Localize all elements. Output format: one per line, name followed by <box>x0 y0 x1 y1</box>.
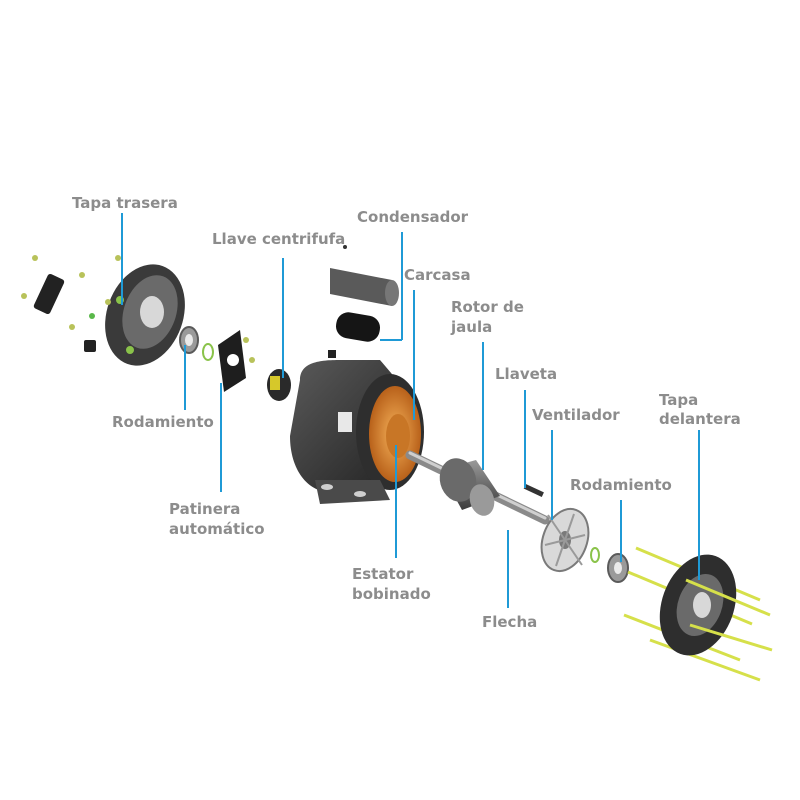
rear-small-parts <box>21 255 121 352</box>
stator-housing <box>290 360 424 504</box>
label-rotor-line2: jaula <box>451 318 493 336</box>
label-tapa-trasera: Tapa trasera <box>72 194 178 212</box>
label-patinera-line1: Patinera <box>169 500 241 518</box>
capacitor <box>328 245 399 358</box>
leader-lines <box>121 213 700 608</box>
label-rodamiento-right: Rodamiento <box>570 476 672 494</box>
label-ventilador: Ventilador <box>532 406 620 424</box>
front-bearing <box>590 547 629 583</box>
label-estator-line1: Estator <box>352 565 414 583</box>
label-estator-line2: bobinado <box>352 585 431 603</box>
label-condensador: Condensador <box>357 208 469 226</box>
label-patinera-line2: automático <box>169 520 265 538</box>
shaft-key <box>523 483 544 497</box>
label-carcasa: Carcasa <box>404 266 471 284</box>
automatic-plate <box>218 330 255 392</box>
rear-cover <box>105 264 185 366</box>
centrifugal-switch <box>267 369 291 401</box>
label-rotor-line1: Rotor de <box>451 298 524 316</box>
label-tapa-delantera-line2: delantera <box>659 410 741 428</box>
label-flecha: Flecha <box>482 613 538 631</box>
fan <box>540 508 590 572</box>
label-tapa-delantera-line1: Tapa <box>659 391 699 409</box>
label-llaveta: Llaveta <box>495 365 558 383</box>
label-llave-centrifufa: Llave centrifufa <box>212 230 346 248</box>
cage-rotor <box>439 458 500 516</box>
label-rodamiento-left: Rodamiento <box>112 413 214 431</box>
